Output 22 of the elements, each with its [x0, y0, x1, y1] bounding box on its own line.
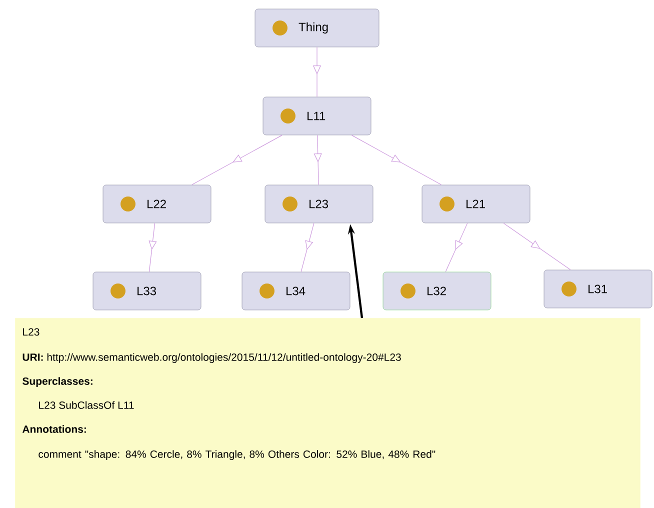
arrow	[314, 134, 322, 186]
arrow	[300, 222, 314, 272]
arrow	[192, 134, 282, 186]
arrow	[445, 222, 468, 272]
tooltip-text: Superclasses:	[22, 377, 92, 387]
arrow	[351, 134, 442, 186]
class-box: L31	[544, 270, 652, 308]
arrow	[503, 222, 571, 270]
tooltip-text: L23	[23, 328, 40, 336]
tooltip-text: comment "shape: 84% Cercle, 8% Triangle, 8% Others Color: 52% Blue, 48% Red"	[38, 450, 436, 460]
class-box: L33	[92, 272, 202, 310]
class-box: L34	[242, 272, 350, 310]
tooltip-text: Annotations:	[22, 425, 86, 433]
arrow	[148, 222, 157, 272]
class-box: L23	[264, 184, 374, 224]
class-box: Thing	[254, 8, 380, 48]
class-box: L11	[262, 96, 372, 136]
class-box: L22	[102, 184, 212, 224]
tooltip-text: L23 SubClassOf L11	[39, 401, 134, 409]
class-box: L32	[382, 272, 492, 310]
tooltip-text: URI: http://www.semanticweb.org/ontologies/2015/11/12/untitled-ontology-20#L23	[22, 353, 401, 363]
class-box: L21	[422, 184, 530, 224]
